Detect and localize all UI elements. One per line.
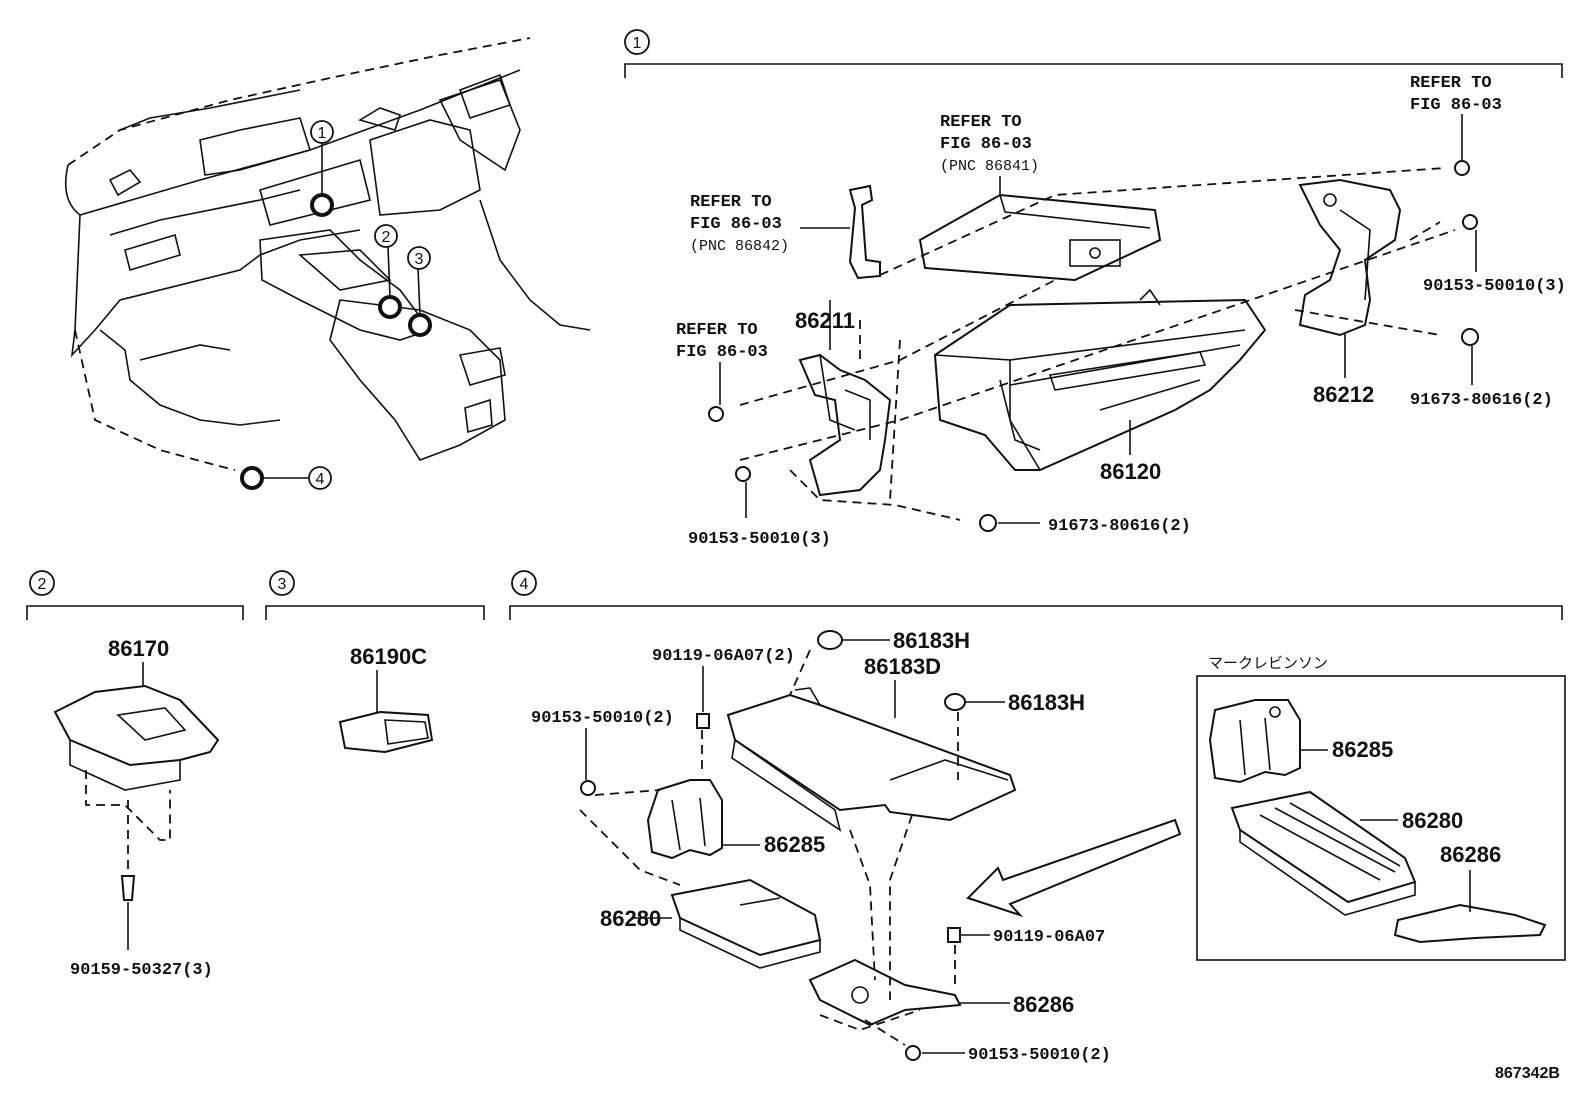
label-90119-06a07: 90119-06A07 (993, 928, 1105, 947)
clip-bottom-icon (979, 514, 997, 532)
main-unit-86120 (933, 298, 1267, 471)
overview-marker-2-label: 2 (382, 229, 391, 246)
clip-86183h-right-icon (944, 693, 966, 711)
section-4-bracket (509, 605, 1563, 620)
refer-left-upper-pnc: (PNC 86842) (690, 238, 789, 255)
section-3-marker (269, 570, 295, 596)
section-4-marker (511, 570, 537, 596)
overview-marker-4 (308, 466, 332, 490)
section-2: 2 86170 90159-50327(3) (26, 570, 244, 980)
label-90153-50010-2-lower: 90153-50010(2) (968, 1046, 1111, 1065)
bracket-86212 (1298, 178, 1402, 337)
refer-left-lower-line2: FIG 86-03 (676, 343, 768, 362)
label-86190c: 86190C (350, 644, 427, 669)
overview-marker-1 (310, 120, 334, 144)
location-dot-1 (310, 193, 334, 217)
overview-marker-3-label: 3 (415, 251, 424, 268)
inset-label-86285: 86285 (1332, 737, 1393, 762)
refer-left-upper-line2: FIG 86-03 (690, 215, 782, 234)
refer-center-line2: FIG 86-03 (940, 135, 1032, 154)
section-2-marker (29, 570, 55, 596)
section-1: 1 REFER TO FIG 86-03 REFER TO FIG 86-03 … (624, 29, 1566, 549)
screw-icon (120, 875, 136, 901)
label-86183h-top: 86183H (893, 628, 970, 653)
label-86170: 86170 (108, 636, 169, 661)
inset-label-86280: 86280 (1402, 808, 1463, 833)
label-86211: 86211 (795, 308, 855, 333)
section-3-number: 3 (278, 576, 287, 593)
section-1-marker (624, 29, 650, 55)
label-86183d: 86183D (864, 654, 941, 679)
inset-box (1196, 675, 1566, 961)
label-90159-50327: 90159-50327(3) (70, 961, 213, 980)
location-dot-4 (240, 466, 264, 490)
cover-86183d (726, 693, 1017, 822)
console-box-86170 (53, 684, 220, 767)
label-90153-50010-right: 90153-50010(3) (1423, 277, 1566, 296)
bolt-d-icon (905, 1045, 921, 1061)
label-90119-06a07-2: 90119-06A07(2) (652, 647, 795, 666)
arrow-icon (966, 818, 1182, 918)
bracket-86286 (808, 958, 962, 1027)
overview-marker-3 (407, 246, 431, 270)
upper-display-module (918, 193, 1162, 282)
section-3-bracket (265, 605, 485, 620)
bolt-right-icon (1462, 214, 1478, 230)
label-91673-80616-bottom: 91673-80616(2) (1048, 517, 1191, 536)
inset-amplifier-86280 (1230, 790, 1417, 904)
section-4-number: 4 (520, 576, 529, 593)
overview-marker-2 (374, 224, 398, 248)
location-dot-3 (408, 313, 432, 337)
section-2-bracket (26, 605, 244, 620)
inset-label-86286: 86286 (1440, 842, 1501, 867)
section-2-number: 2 (38, 576, 47, 593)
bolt-icon (708, 406, 724, 422)
dashboard-overview: 1 2 3 4 (64, 37, 591, 490)
cable-icon (848, 184, 881, 280)
label-86212: 86212 (1313, 382, 1374, 407)
refer-center-line1: REFER TO (940, 113, 1022, 132)
bolt-a-icon (696, 713, 710, 729)
location-dot-2 (378, 295, 402, 319)
bracket-86211 (798, 353, 892, 497)
section-3: 3 86190C (265, 570, 485, 754)
bolt-c-icon (947, 927, 961, 943)
bolt-left-icon (735, 466, 751, 482)
clip-icon (1454, 160, 1470, 176)
figure-code: 867342B (1495, 1065, 1560, 1082)
bracket-86285 (646, 779, 723, 860)
inset-bracket-86285 (1208, 699, 1301, 784)
label-86286: 86286 (1013, 992, 1074, 1017)
refer-left-upper-line1: REFER TO (690, 193, 772, 212)
label-86120: 86120 (1100, 459, 1161, 484)
refer-top-right-line2: FIG 86-03 (1410, 96, 1502, 115)
clip-right-icon (1461, 328, 1479, 346)
clip-86183h-top-icon (817, 630, 843, 650)
label-90153-50010-left: 90153-50010(3) (688, 530, 831, 549)
label-91673-80616-right: 91673-80616(2) (1410, 391, 1553, 410)
amplifier-86280 (670, 878, 822, 957)
bolt-b-icon (580, 780, 596, 796)
section-1-bracket (624, 63, 1563, 78)
refer-left-lower-line1: REFER TO (676, 321, 758, 340)
overview-marker-4-label: 4 (316, 471, 325, 488)
label-86183h-right: 86183H (1008, 690, 1085, 715)
inset-bracket-86286 (1393, 903, 1547, 944)
label-86285: 86285 (764, 832, 825, 857)
label-90153-50010-2-upper: 90153-50010(2) (531, 709, 674, 728)
label-86280: 86280 (600, 906, 661, 931)
section-4: 4 86183H 86183D 86183H 90119-06A07(2) 90… (509, 570, 1566, 1065)
refer-center-pnc: (PNC 86841) (940, 158, 1039, 175)
overview-marker-1-label: 1 (318, 125, 327, 142)
inset-title: マークレビンソン (1208, 654, 1328, 672)
section-1-number: 1 (633, 35, 642, 52)
refer-top-right-line1: REFER TO (1410, 74, 1492, 93)
